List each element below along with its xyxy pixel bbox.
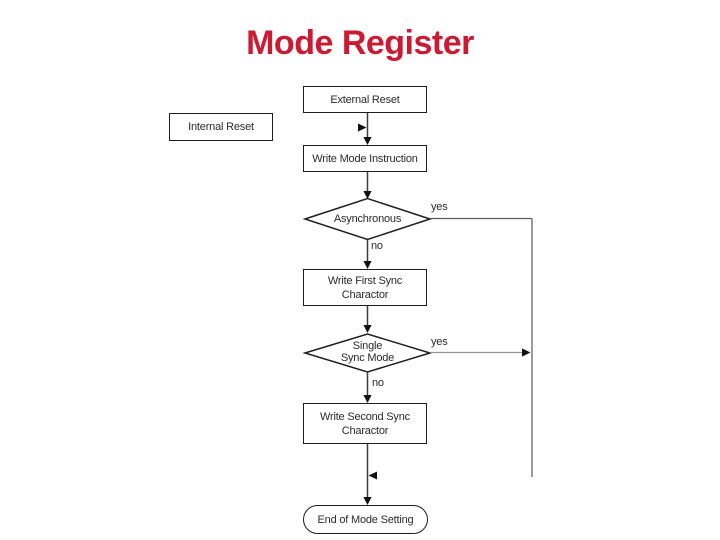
- node-label: Internal Reset: [188, 121, 254, 133]
- page-title: Mode Register: [246, 24, 474, 62]
- node-write-mode-instruction: Write Mode Instruction: [303, 145, 427, 172]
- node-label-line1: Write First Sync: [327, 274, 403, 287]
- node-external-reset: External Reset: [303, 86, 427, 113]
- node-write-first-sync-charactor: Write First Sync Charactor: [303, 269, 427, 306]
- node-label-line2: Charactor: [341, 424, 389, 437]
- decision-label-asynchronous: Asynchronous: [333, 213, 402, 225]
- decision-label-line1: Single: [352, 340, 383, 352]
- arrow-down-icon: [363, 497, 372, 505]
- arrow-down-icon: [363, 261, 372, 269]
- node-end-of-mode-setting: End of Mode Setting: [303, 505, 428, 534]
- branch-label-asynchronous-yes: yes: [431, 201, 448, 213]
- node-internal-reset: Internal Reset: [169, 113, 273, 141]
- node-label: End of Mode Setting: [317, 513, 414, 526]
- node-label-line1: Write Second Sync: [320, 410, 410, 423]
- branch-label-single-sync-yes: yes: [431, 336, 448, 348]
- branch-label-single-sync-no: no: [372, 377, 384, 389]
- node-label: External Reset: [330, 93, 400, 106]
- arrow-down-icon: [363, 395, 372, 403]
- node-label-line2: Charactor: [341, 288, 389, 301]
- decision-label-line2: Sync Mode: [340, 352, 395, 364]
- decision-label-single-sync-mode: Single Sync Mode: [305, 340, 430, 364]
- node-label: Write Mode Instruction: [312, 152, 418, 165]
- arrow-down-icon: [363, 325, 372, 333]
- node-write-second-sync-charactor: Write Second Sync Charactor: [303, 403, 427, 444]
- arrow-down-icon: [363, 191, 372, 199]
- arrow-left-icon: [368, 471, 377, 480]
- arrow-right-icon: [522, 348, 531, 357]
- branch-label-asynchronous-no: no: [371, 240, 383, 252]
- arrow-right-icon: [358, 123, 367, 132]
- arrow-down-icon: [363, 137, 372, 145]
